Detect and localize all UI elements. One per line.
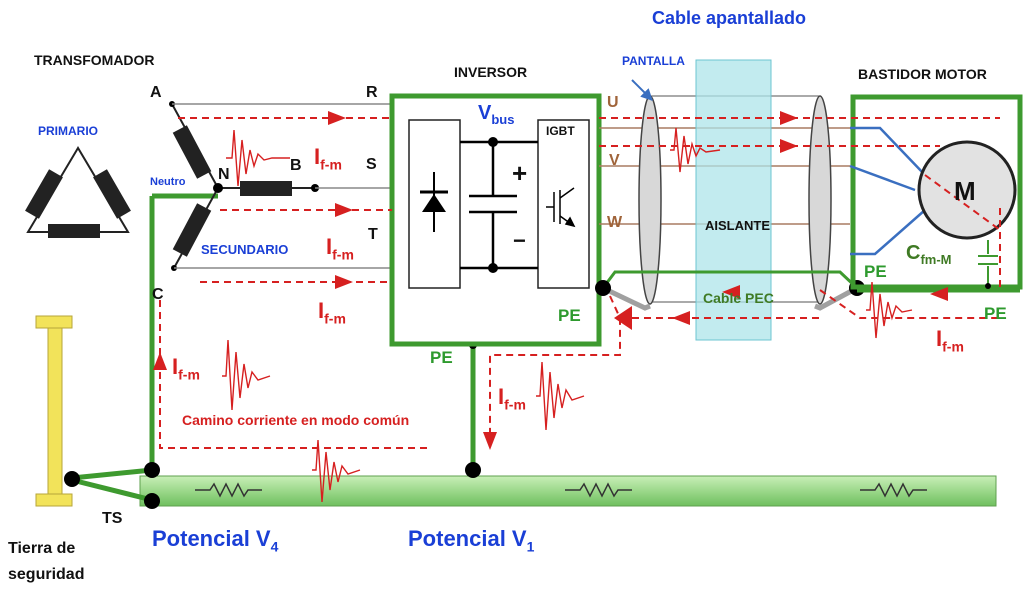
oscillation-icon (222, 127, 913, 503)
current-label-c: If-m (318, 298, 346, 327)
phase-c-label: C (152, 286, 164, 303)
earth-label-line2: seguridad (8, 566, 85, 583)
diode-icon (420, 172, 448, 232)
diagram-title: Cable apantallado (652, 8, 807, 28)
inverter-label: INVERSOR (454, 64, 528, 80)
phase-a-label: A (150, 84, 162, 101)
motor-letter: M (954, 176, 976, 206)
current-label-t: If-m (326, 234, 354, 263)
resistor-icon (195, 482, 927, 498)
neutral-wire-label: Neutro (150, 176, 186, 188)
motor-ground-pe-label: PE (984, 304, 1007, 323)
capacitor-icon (460, 140, 538, 270)
inverter-pe-label: PE (558, 306, 581, 325)
common-mode-path-label: Camino corriente en modo común (182, 412, 410, 428)
neutral-node-label: N (218, 166, 230, 183)
plus-sign: + (512, 158, 528, 188)
current-label-motor: If-m (936, 326, 964, 355)
igbt-label: IGBT (546, 124, 575, 138)
ts-label: TS (102, 510, 123, 527)
potential-v4-label: Potencial V4 (152, 526, 279, 555)
current-label-return: If-m (172, 354, 200, 383)
winding-icon (25, 146, 131, 238)
primary-label: PRIMARIO (38, 124, 98, 138)
line-r-label: R (366, 84, 378, 101)
vbus-label: Vbus (478, 102, 515, 127)
inverter-ground-pe-label: PE (430, 348, 453, 367)
pec-cable-label: Cable PEC (703, 290, 774, 306)
line-s-label: S (366, 156, 377, 173)
current-label-s: If-m (314, 144, 342, 173)
insulation-label: AISLANTE (705, 218, 770, 233)
motor-pe-label: PE (864, 262, 887, 281)
motor-capacitance-label: Cfm-M (906, 242, 952, 267)
secondary-label: SECUNDARIO (201, 242, 289, 257)
transformer-label: TRANSFOMADOR (34, 52, 155, 68)
phase-b-label: B (290, 157, 302, 174)
output-u-label: U (607, 94, 619, 111)
line-t-label: T (368, 226, 378, 243)
earth-label-line1: Tierra de (8, 540, 76, 557)
motor-frame-label: BASTIDOR MOTOR (858, 66, 987, 82)
igbt-icon (546, 187, 576, 228)
shield-label: PANTALLA (622, 54, 685, 68)
ground-rod-icon (35, 315, 73, 507)
output-w-label: W (607, 214, 623, 231)
current-label-pe: If-m (498, 384, 526, 413)
ground-bar (139, 475, 997, 507)
motor-frame (850, 94, 1023, 290)
motor-icon (917, 140, 1017, 240)
potential-v1-label: Potencial V1 (408, 526, 535, 555)
secondary-winding (169, 101, 319, 271)
minus-sign: − (513, 228, 526, 253)
output-v-label: V (609, 152, 620, 169)
